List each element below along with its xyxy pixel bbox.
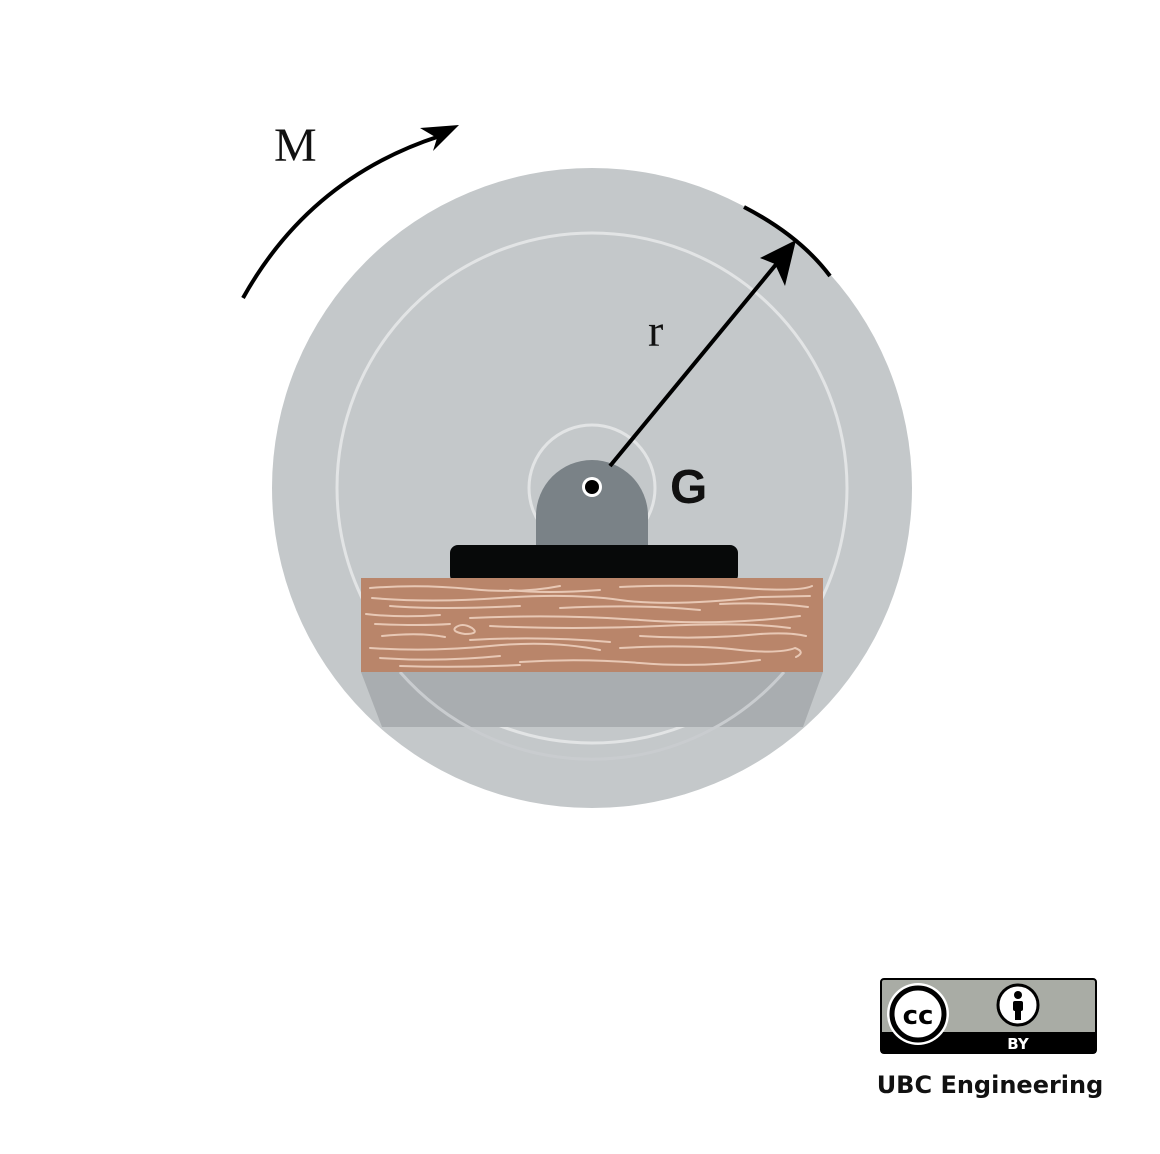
radius-arrow-line	[608, 260, 780, 468]
moment-arrow-arc	[241, 134, 441, 299]
plank-shadow	[361, 672, 823, 727]
wood-plank	[361, 578, 823, 672]
radius-label: r	[648, 305, 663, 356]
organization-label: UBC Engineering	[877, 1071, 1104, 1099]
moment-label: M	[274, 119, 317, 172]
center-label: G	[670, 461, 707, 514]
moment-arrowhead	[420, 125, 459, 151]
cc-by-license-badge[interactable]: cc BY	[880, 978, 1097, 1054]
creative-commons-icon: cc	[887, 983, 949, 1045]
disk-inner-ring	[335, 231, 849, 745]
license-badge-text: BY	[1007, 1035, 1030, 1053]
mount-base	[450, 545, 738, 583]
radius-arrowhead	[760, 240, 796, 286]
svg-text:cc: cc	[903, 1001, 934, 1031]
center-point	[585, 480, 599, 494]
attribution-person-icon	[996, 983, 1040, 1027]
disk-edge-arc	[743, 205, 832, 278]
pin-support	[536, 460, 648, 547]
shadowed-ring-arc	[398, 671, 786, 761]
